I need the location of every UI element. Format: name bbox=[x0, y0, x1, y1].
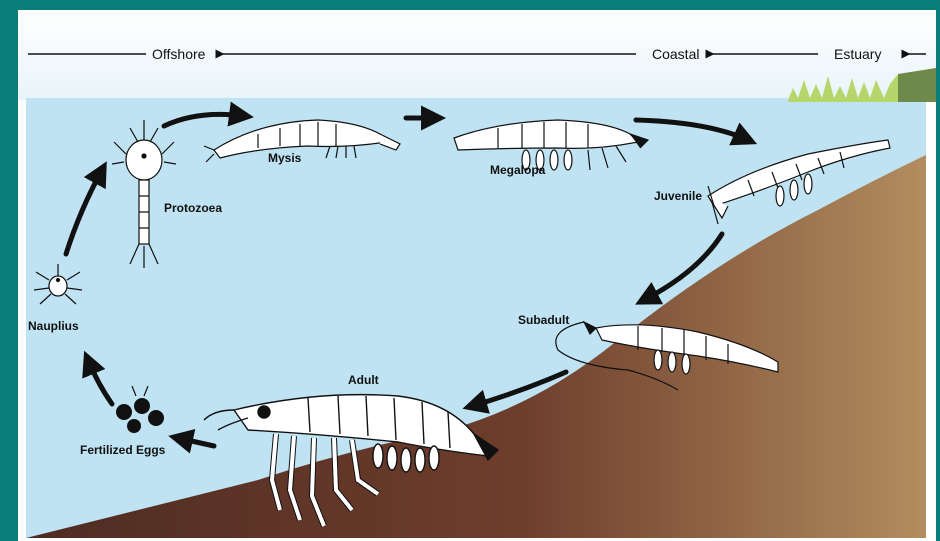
stage-label-nauplius: Nauplius bbox=[28, 319, 79, 333]
stage-label-fertilized-eggs: Fertilized Eggs bbox=[80, 443, 166, 457]
stage-label-megalopa: Megalopa bbox=[490, 163, 546, 177]
stage-label-mysis: Mysis bbox=[268, 151, 302, 165]
life-cycle-diagram: Offshore Coastal Estuary bbox=[18, 10, 936, 541]
stage-label-subadult: Subadult bbox=[518, 313, 569, 327]
stage-label-adult: Adult bbox=[348, 373, 379, 387]
diagram-frame: Offshore Coastal Estuary bbox=[18, 10, 936, 541]
zone-label-estuary: Estuary bbox=[834, 46, 881, 62]
stage-label-protozoea: Protozoea bbox=[164, 201, 222, 215]
zone-label-offshore: Offshore bbox=[152, 46, 206, 62]
zone-label-coastal: Coastal bbox=[652, 46, 699, 62]
stage-label-juvenile: Juvenile bbox=[654, 189, 702, 203]
